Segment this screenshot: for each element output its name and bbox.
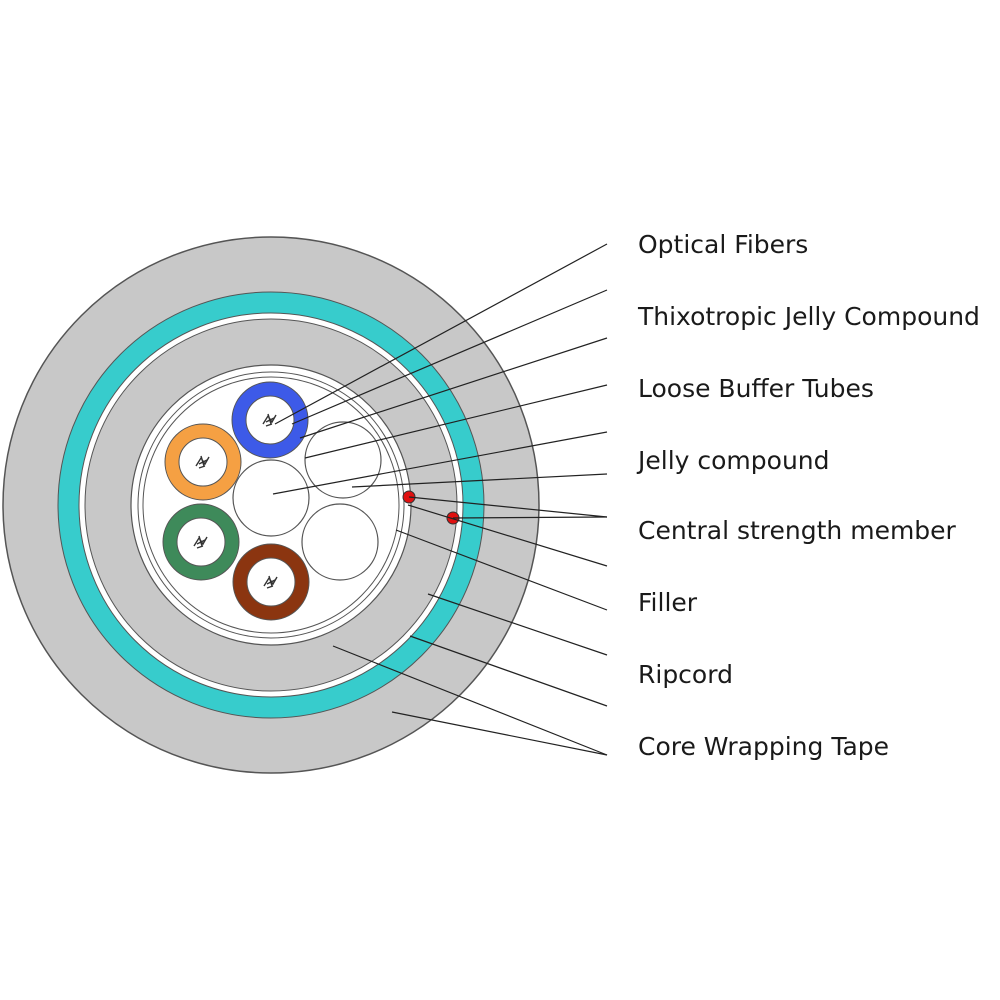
leader-jelly-compound-2 [272,431,608,495]
label-thixotropic-jelly-compound: Thixotropic Jelly Compound [638,302,980,331]
label-central-strength-member: Central strength member [638,516,956,545]
filler-lower [301,503,379,581]
optical-fibers [193,413,278,589]
label-ripcord: Ripcord [638,660,733,689]
fiber-bundle-orange [195,455,210,469]
label-filler: Filler [638,588,698,617]
leader-ripcord-b [452,516,608,519]
leader-central-strength [351,473,608,488]
leader-ripcord-a [408,496,608,518]
label-loose-buffer-tubes: Loose Buffer Tubes [638,374,874,403]
leader-lines [272,243,608,756]
leader-optical-fibers [274,243,608,425]
leader-thixotropic-jelly [291,289,608,425]
leader-ripcord-label [395,529,608,611]
leader-jelly-compound [304,384,608,459]
label-jelly-compound: Jelly compound [638,446,830,475]
fiber-bundle-brown [263,575,278,589]
leader-filler [407,504,608,567]
fiber-bundle-blue [262,413,277,427]
label-core-wrapping-tape: Core Wrapping Tape [638,732,890,761]
central-strength-member [232,459,310,537]
filler-upper [304,421,382,499]
fiber-bundle-green [193,535,208,549]
leader-loose-buffer-tubes [299,337,608,439]
leader-core-tape-2 [409,635,608,707]
leader-core-tape-1 [427,593,608,656]
leader-core-tape-3 [332,645,608,756]
leader-core-tape-4 [391,711,608,756]
label-optical-fibers: Optical Fibers [638,230,809,259]
